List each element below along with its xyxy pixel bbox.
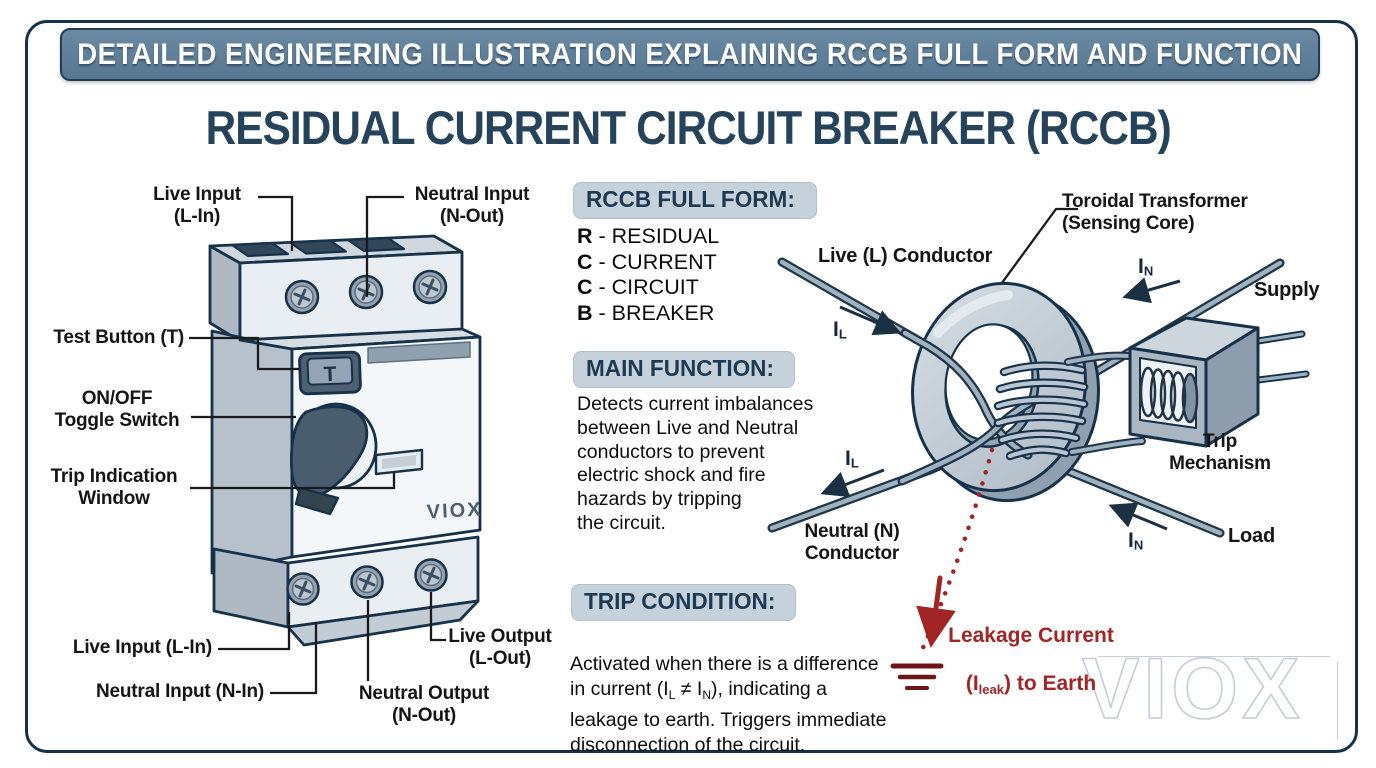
label-live-conductor: Live (L) Conductor: [818, 245, 993, 267]
label-live-output: Live Output (L-Out): [448, 626, 552, 669]
earth-symbol: [890, 663, 944, 690]
label-test-button: Test Button (T): [53, 327, 184, 348]
device-brand-logo: VIOX: [426, 499, 483, 524]
label-neutral-conductor: Neutral (N) Conductor: [804, 521, 900, 564]
solenoid-coil: [1139, 366, 1199, 424]
full-form-list: R - RESIDUAL C - CURRENT C - CIRCUIT B -…: [577, 224, 719, 326]
page-title: RESIDUAL CURRENT CIRCUIT BREAKER (RCCB): [205, 101, 1171, 154]
in-arrow-bottom: [1108, 502, 1168, 531]
label-supply: Supply: [1254, 279, 1320, 301]
label-neutral-input-top: Neutral Input (N-Out): [414, 184, 530, 227]
banner-text: DETAILED ENGINEERING ILLUSTRATION EXPLAI…: [77, 37, 1303, 71]
current-arrows: [820, 277, 1181, 531]
trip-mechanism-box: [1128, 316, 1310, 448]
full-form-heading: RCCB FULL FORM:: [573, 182, 817, 219]
trip-condition-body: Activated when there is a difference in …: [570, 653, 887, 756]
full-form-item: C - CIRCUIT: [577, 275, 699, 299]
label-load: Load: [1228, 525, 1275, 547]
watermark-dimension-line-horizontal: [1098, 656, 1330, 657]
main-function-heading: MAIN FUNCTION:: [573, 351, 795, 388]
callout-lines: [189, 195, 1078, 695]
label-live-input-bottom: Live Input (L-In): [72, 637, 212, 658]
label-leakage-current: Leakage Current (Ileak) to Earth: [948, 624, 1114, 697]
label-neutral-output: Neutral Output (N-Out): [358, 683, 490, 726]
terminal-slots: [230, 236, 406, 258]
top-banner: DETAILED ENGINEERING ILLUSTRATION EXPLAI…: [60, 28, 1320, 81]
toggle-handle: [289, 405, 369, 498]
coil-windings: [993, 361, 1089, 461]
terminal-screws: [284, 269, 448, 606]
label-neutral-input-bottom: Neutral Input (N-In): [95, 681, 264, 702]
label-toggle-switch: ON/OFF Toggle Switch: [54, 388, 180, 431]
leakage-arrow: [916, 575, 956, 648]
full-form-item: R - RESIDUAL: [577, 224, 720, 248]
label-live-input-top: Live Input (L-In): [153, 184, 241, 227]
current-label-il-bottom: IL: [845, 447, 859, 471]
test-button-glyph: T: [323, 363, 337, 386]
full-form-item: C - CURRENT: [577, 249, 717, 274]
label-toroidal-transformer: Toroidal Transformer (Sensing Core): [1062, 191, 1248, 234]
label-trip-mechanism: Trip Mechanism: [1169, 431, 1271, 474]
watermark-dimension-line-vertical: [1337, 662, 1338, 740]
full-form-item: B - BREAKER: [577, 300, 715, 325]
label-trip-window: Trip Indication Window: [50, 466, 178, 509]
il-arrow-bottom: [820, 468, 885, 498]
in-arrow-top: [1122, 277, 1181, 304]
test-button: [298, 350, 362, 396]
main-function-body: Detects current imbalances between Live …: [577, 393, 814, 534]
current-label-in-bottom: IN: [1128, 529, 1144, 553]
current-label-il-top: IL: [833, 318, 847, 342]
current-label-in-top: IN: [1138, 255, 1154, 279]
trip-condition-heading: TRIP CONDITION:: [571, 584, 797, 621]
il-arrow-top: [839, 305, 902, 336]
leakage-current-path: [916, 447, 995, 653]
rccb-device-illustration: T VIOX: [208, 234, 483, 647]
